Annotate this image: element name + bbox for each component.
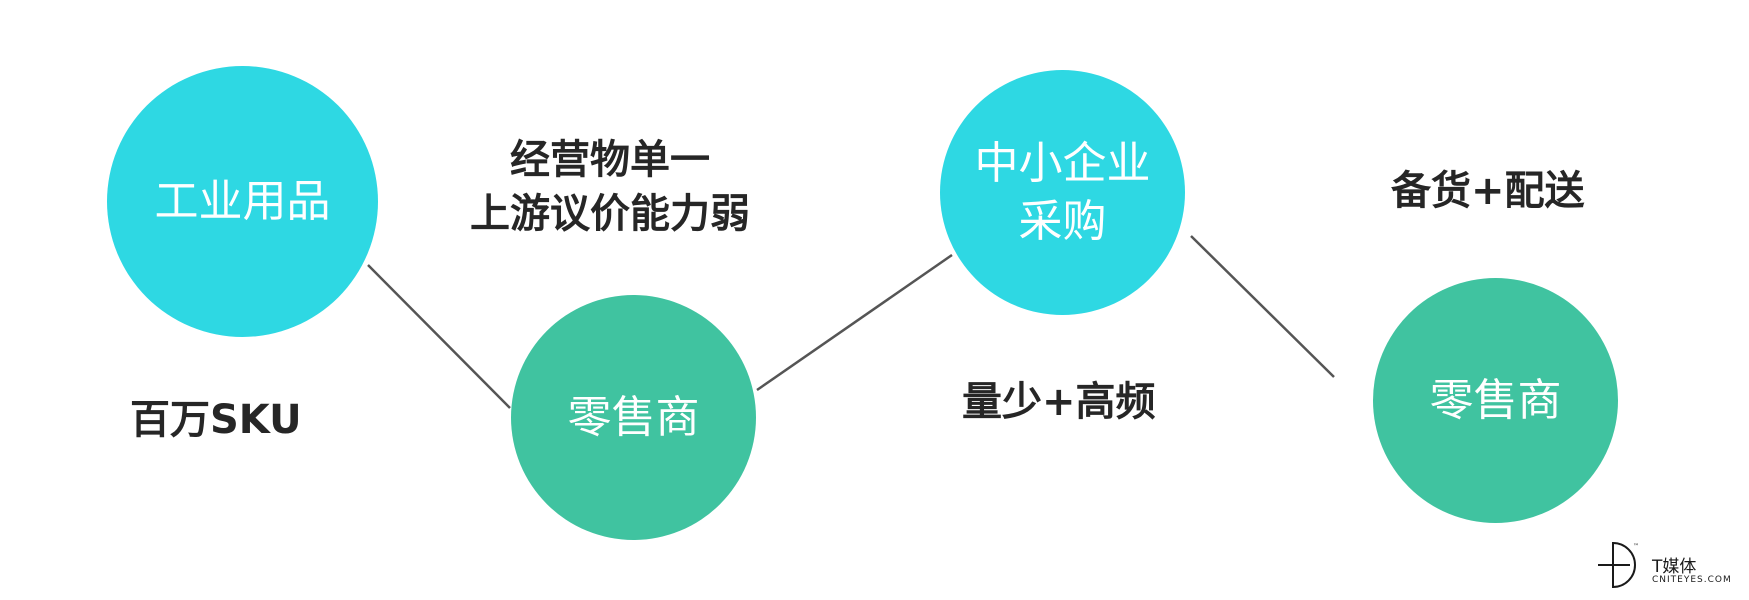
- node-sme-procurement-label-line1: 中小企业: [974, 138, 1151, 190]
- label-million-sku: 百万SKU: [130, 393, 302, 447]
- label-stock-delivery-text: 备货+配送: [1391, 168, 1585, 214]
- node-retailer-2-label: 零售商: [1429, 374, 1562, 426]
- connector-industrial-to-retailer: [367, 264, 511, 409]
- label-stock-delivery: 备货+配送: [1391, 164, 1585, 218]
- label-single-product: 经营物单一 上游议价能力弱: [470, 133, 750, 241]
- connector-sme-to-retailer: [1190, 235, 1335, 378]
- connector-retailer-to-sme: [756, 253, 953, 392]
- logo-name: T媒体: [1652, 557, 1697, 577]
- label-single-product-line2: 上游议价能力弱: [470, 191, 750, 237]
- node-sme-procurement-label-line2: 采购: [1018, 195, 1107, 247]
- logo: ™ T媒体 CNITEYES.COM: [1596, 538, 1746, 594]
- node-industrial-supplies: 工业用品: [107, 66, 378, 337]
- label-million-sku-text: 百万SKU: [130, 397, 302, 443]
- label-small-volume-text: 量少+高频: [962, 379, 1156, 425]
- node-sme-procurement: 中小企业 采购: [940, 70, 1185, 315]
- node-retailer-1-label: 零售商: [567, 391, 700, 443]
- label-single-product-line1: 经营物单一: [510, 137, 710, 183]
- logo-mark-icon: ™: [1598, 542, 1639, 588]
- logo-domain: CNITEYES.COM: [1652, 575, 1732, 585]
- node-retailer-1: 零售商: [511, 295, 756, 540]
- logo-trademark: ™: [1633, 543, 1639, 550]
- node-retailer-2: 零售商: [1373, 278, 1618, 523]
- node-industrial-supplies-label: 工业用品: [154, 175, 331, 227]
- label-small-volume: 量少+高频: [962, 375, 1156, 429]
